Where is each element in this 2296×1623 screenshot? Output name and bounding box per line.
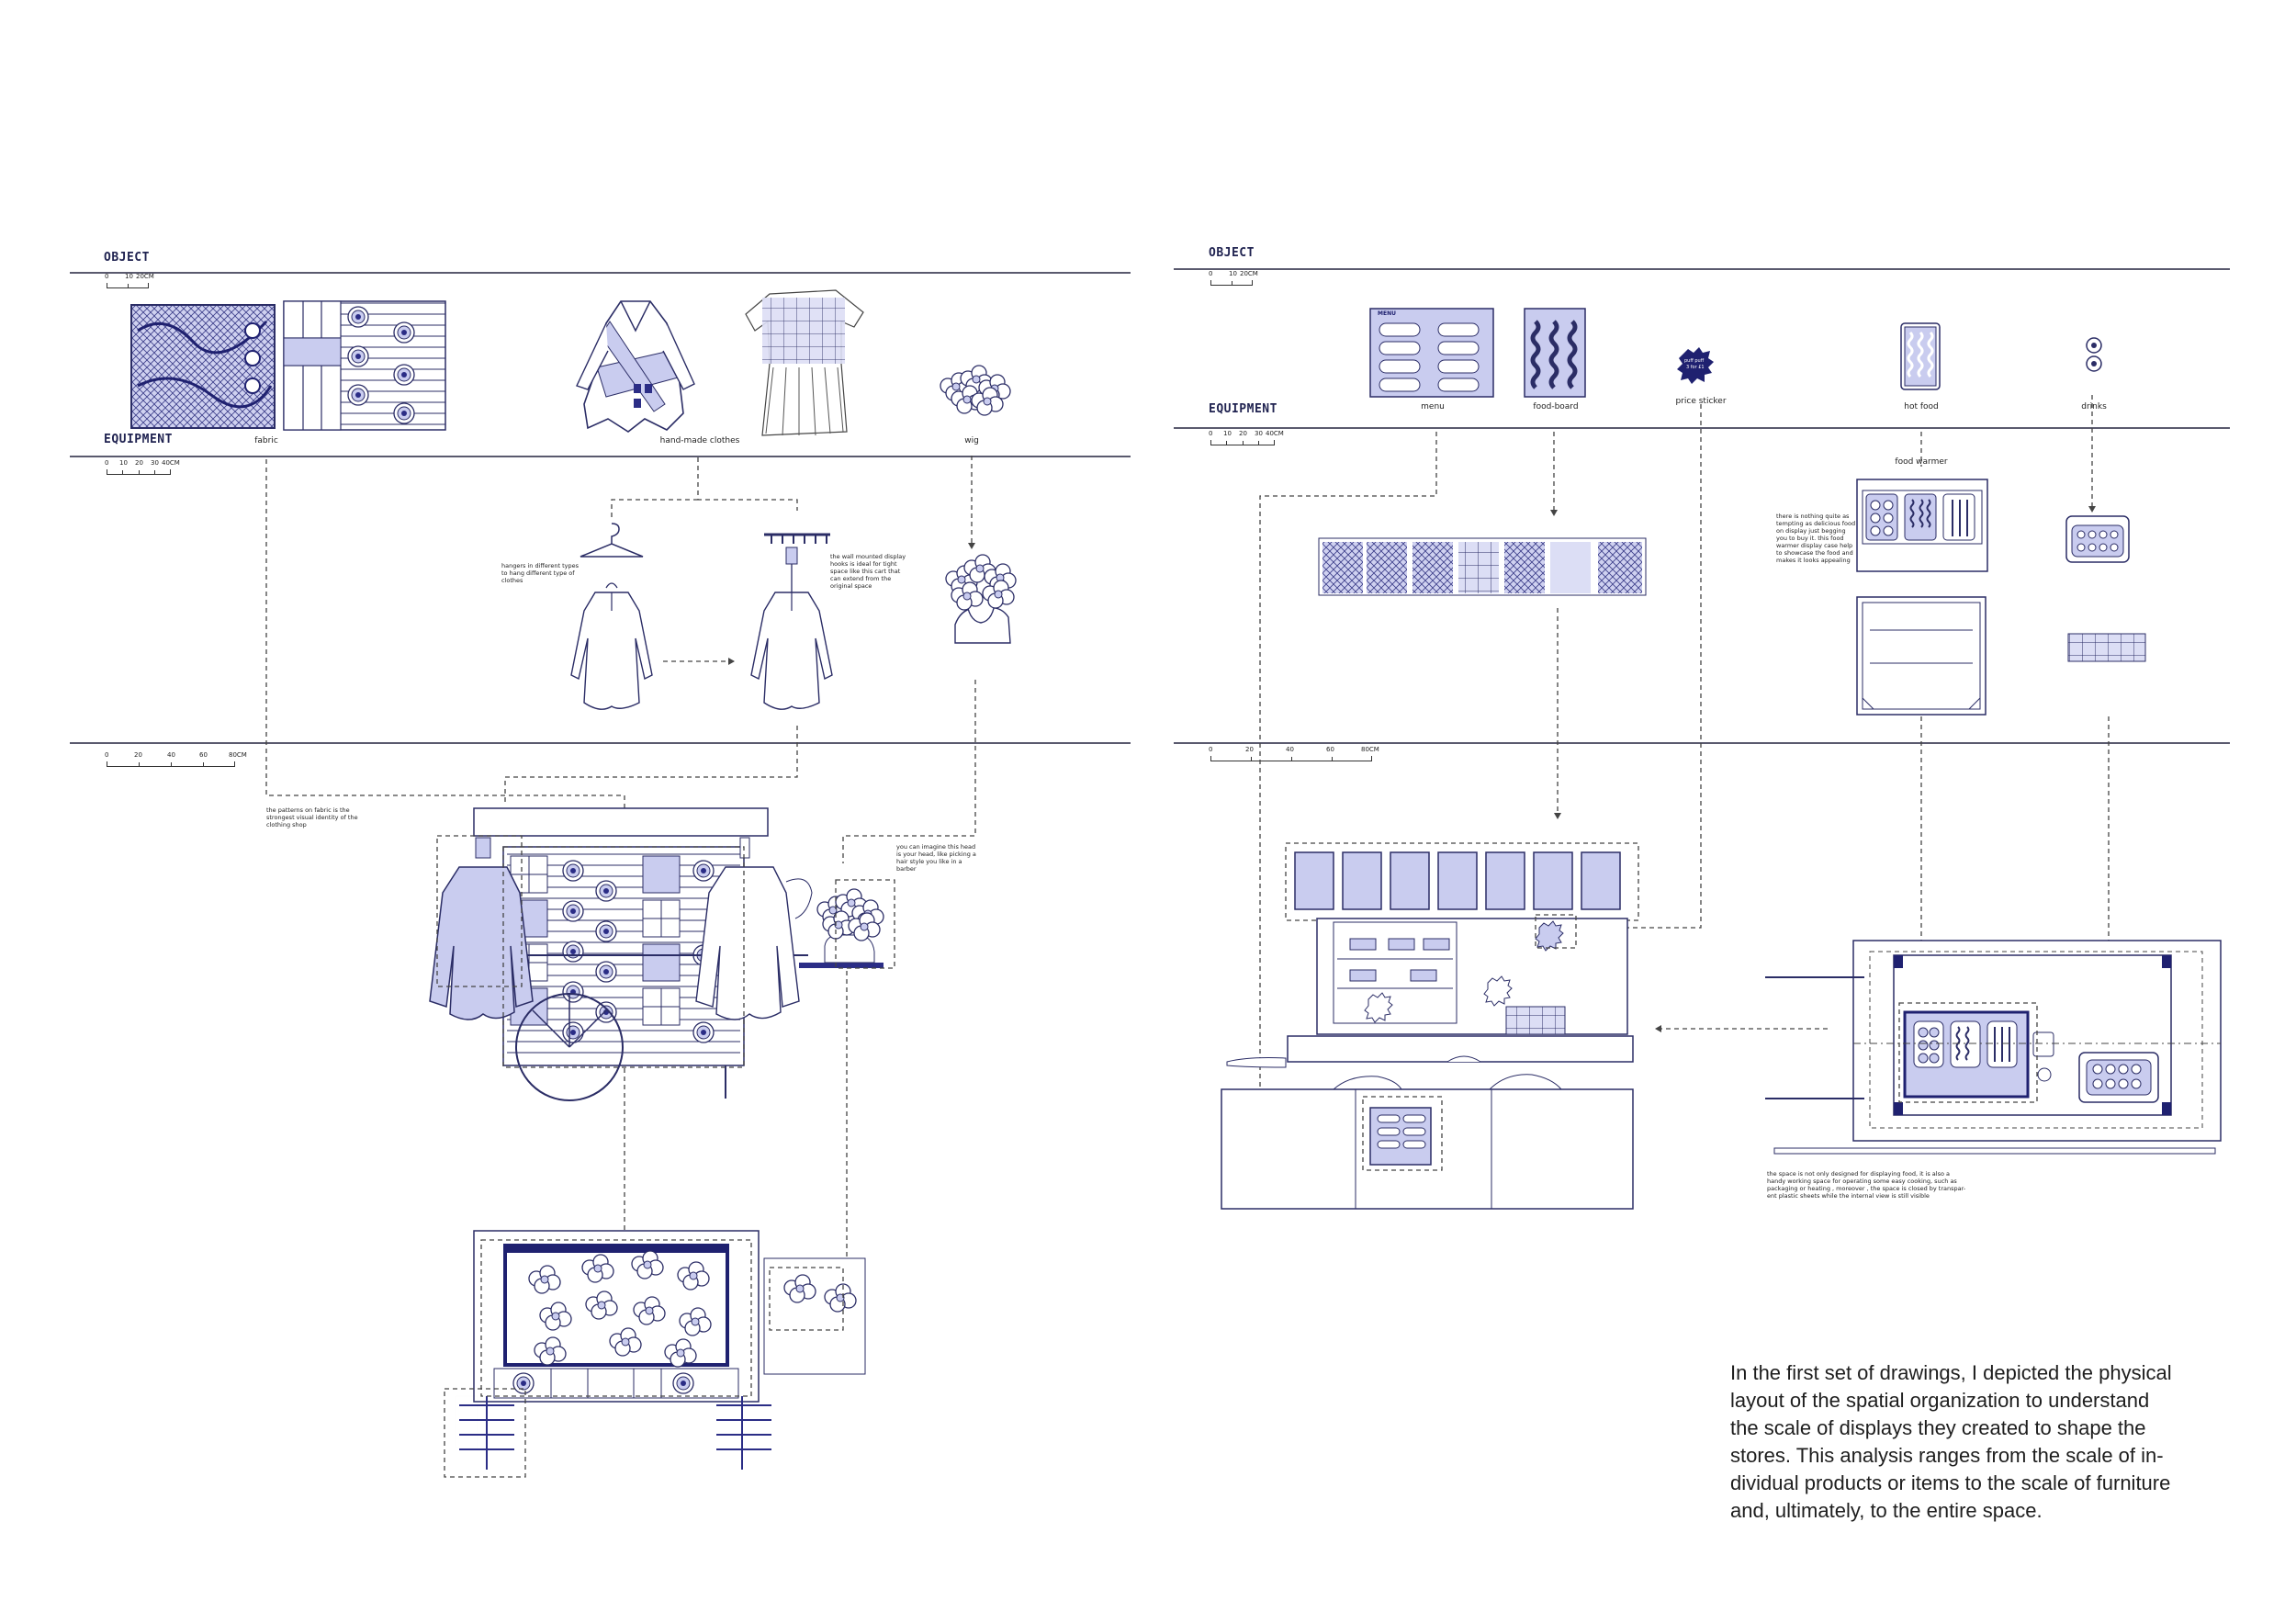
food-board-object bbox=[1524, 308, 1586, 398]
left-object-scale: 0 10 20CM bbox=[105, 273, 154, 288]
label-fabric: fabric bbox=[254, 436, 278, 445]
left-equipment-scale: 0 10 20 30 40CM bbox=[105, 459, 180, 475]
label-wig: wig bbox=[964, 436, 979, 445]
clothing-cart-plan bbox=[455, 1230, 866, 1470]
left-object-title: OBJECT bbox=[104, 251, 150, 265]
label-menu: menu bbox=[1421, 402, 1445, 411]
wig-object bbox=[940, 365, 1011, 416]
left-object-rule bbox=[70, 272, 1131, 274]
menu-board-object bbox=[1369, 308, 1494, 398]
sticker-line-2: 3 for £1 bbox=[1686, 365, 1705, 370]
food-warmer-cabinet bbox=[1856, 596, 1986, 716]
left-space-scale: 0 20 40 60 80CM bbox=[105, 751, 247, 767]
price-sticker-object bbox=[1677, 347, 1714, 384]
left-equipment-title: EQUIPMENT bbox=[104, 433, 173, 446]
label-drinks: drinks bbox=[2081, 402, 2107, 411]
handmade-dress-2 bbox=[745, 289, 864, 436]
mannequin-head bbox=[945, 554, 1017, 644]
left-space-rule bbox=[70, 742, 1131, 744]
food-cart-plan bbox=[1765, 940, 2222, 1155]
fabric-swatch-1 bbox=[130, 304, 276, 429]
hot-food-tray-object bbox=[1900, 322, 1941, 390]
food-cart-elevation bbox=[1221, 842, 1639, 1210]
drinks-grid bbox=[2067, 633, 2146, 662]
handmade-dress-1 bbox=[576, 300, 695, 433]
food-board-strip bbox=[1318, 537, 1647, 596]
dress-on-hanger-1 bbox=[570, 582, 653, 710]
description-paragraph: In the first set of drawings, I depicted… bbox=[1730, 1361, 2172, 1522]
right-object-scale: 0 10 20CM bbox=[1209, 270, 1258, 286]
fabric-swatch-2 bbox=[283, 300, 446, 431]
right-space-rule bbox=[1174, 742, 2230, 744]
right-equipment-title: EQUIPMENT bbox=[1209, 402, 1277, 416]
wall-hook-rail-icon bbox=[764, 533, 830, 565]
label-food-board: food-board bbox=[1533, 402, 1579, 411]
dress-on-wall-hook bbox=[750, 564, 833, 710]
left-equipment-rule bbox=[70, 456, 1131, 457]
right-object-rule bbox=[1174, 268, 2230, 270]
hanger-icon bbox=[580, 523, 644, 558]
label-price-sticker: price sticker bbox=[1675, 397, 1727, 406]
clothing-cart-elevation bbox=[429, 807, 884, 1101]
drinks-object bbox=[2086, 337, 2102, 372]
menu-heading: MENU bbox=[1378, 310, 1396, 317]
label-hot-food: hot food bbox=[1904, 402, 1939, 411]
right-space-scale: 0 20 40 60 80CM bbox=[1209, 746, 1379, 761]
right-equipment-rule bbox=[1174, 427, 2230, 429]
right-equipment-scale: 0 10 20 30 40CM bbox=[1209, 430, 1284, 445]
sticker-line-1: puff puff bbox=[1684, 358, 1705, 364]
note-space: the space is not only designed for displ… bbox=[1767, 1170, 1966, 1200]
right-object-title: OBJECT bbox=[1209, 246, 1255, 260]
food-warmer-front bbox=[1856, 479, 1988, 572]
label-food-warmer: food warmer bbox=[1895, 457, 1948, 467]
label-handmade-clothes: hand-made clothes bbox=[659, 436, 740, 445]
drinks-tray bbox=[2065, 515, 2130, 563]
